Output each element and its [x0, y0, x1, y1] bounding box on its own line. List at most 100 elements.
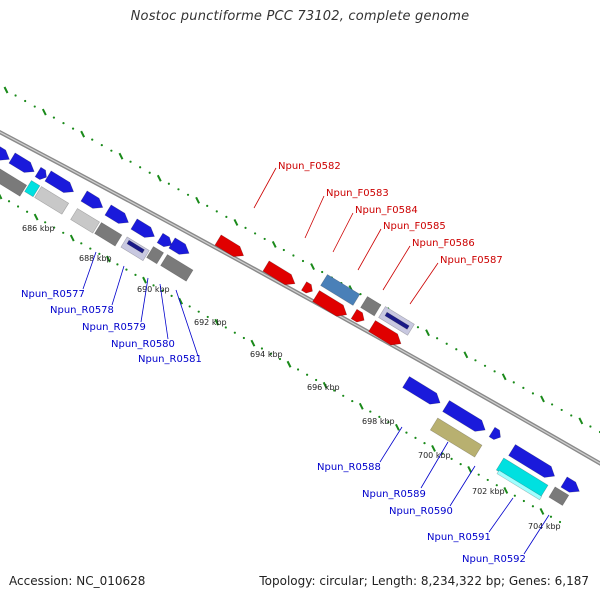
outer-ring-dot [100, 144, 103, 147]
inner-ring-dot [423, 442, 426, 445]
outer-ring-dot [359, 292, 362, 296]
leader-line [159, 283, 169, 340]
inner-ring-dot [161, 289, 164, 292]
outer-ring-dot [445, 342, 448, 345]
outer-ring-dot [225, 215, 228, 218]
leader-line [175, 289, 199, 357]
inner-ring-dot [296, 368, 300, 371]
inner-ring-tick [33, 213, 39, 221]
gene-red [350, 308, 365, 323]
outer-ring-dot [512, 381, 515, 384]
inner-ring-tick [250, 339, 256, 347]
outer-ring-tick [425, 329, 430, 337]
scale-tick-label: 694 kbp [250, 350, 283, 359]
scale-tick-label: 702 kbp [472, 487, 505, 496]
gene-label-reverse: Npun_R0580 [111, 339, 175, 350]
gene-blue [508, 444, 556, 478]
scale-tick-label: 700 kbp [418, 451, 451, 460]
inner-ring-dot [405, 431, 408, 434]
leader-line [140, 277, 149, 323]
gene-blue [488, 426, 501, 440]
outer-ring-dot [52, 116, 56, 119]
leader-line [379, 426, 403, 463]
inner-ring-dot [333, 389, 336, 392]
inner-ring-dot [522, 499, 525, 503]
outer-ring-tick [156, 174, 162, 182]
gene-steel [320, 274, 361, 306]
inner-ring-dot [62, 231, 65, 234]
gene-red [368, 320, 402, 346]
inner-ring-dot [125, 268, 128, 271]
scale-tick-label: 688 kbp [79, 254, 112, 263]
inner-ring-tick [431, 444, 436, 452]
inner-ring-dot [80, 242, 83, 245]
leader-line [304, 195, 325, 239]
outer-ring-dot [62, 121, 65, 125]
inner-ring-tick [69, 234, 75, 242]
inner-ring-dot [513, 494, 516, 497]
inner-ring-dot [7, 200, 11, 203]
inner-ring-dot [558, 520, 562, 524]
gene-red [312, 290, 348, 317]
outer-ring-dot [292, 254, 295, 257]
outer-ring-dot [186, 193, 190, 196]
leader-line [382, 245, 411, 291]
leader-line [420, 441, 449, 489]
gene-label-reverse: Npun_R0591 [427, 532, 491, 543]
gene-blue [156, 232, 173, 248]
scale-tick-label: 686 kbp [22, 224, 55, 233]
outer-ring-dot [110, 149, 113, 152]
gene-gray [94, 222, 123, 247]
gene-label-forward: Npun_F0584 [355, 205, 418, 216]
leader-line [523, 514, 550, 555]
outer-ring-dot [71, 127, 75, 130]
outer-ring-dot [33, 105, 36, 108]
scale-tick-label: 692 kbp [194, 318, 227, 327]
backbone-outer [0, 129, 600, 466]
gene-blue [80, 190, 104, 209]
gene-gray [0, 168, 28, 197]
outer-ring-tick [271, 241, 277, 248]
gene-lightgray [34, 186, 70, 215]
gene-label-forward: Npun_F0585 [383, 221, 446, 232]
gene-label-reverse: Npun_R0579 [82, 322, 146, 333]
outer-ring-tick [310, 263, 315, 270]
leader-line [449, 465, 476, 507]
outer-ring-dot [522, 386, 525, 389]
inner-ring-dot [531, 505, 535, 508]
gene-red [214, 234, 245, 257]
inner-ring-dot [197, 310, 200, 313]
outer-ring-dot [24, 99, 27, 103]
inner-ring-tick [214, 318, 220, 326]
inner-ring-dot [459, 463, 462, 466]
inner-ring-dot [477, 473, 480, 476]
gene-label-reverse: Npun_R0581 [138, 354, 202, 365]
gene-label-reverse: Npun_R0577 [21, 289, 85, 300]
outer-ring-dot [321, 270, 324, 274]
outer-ring-dot [550, 403, 554, 406]
inner-ring-dot [549, 515, 553, 518]
inner-ring-dot [188, 305, 191, 308]
inner-ring-tick [142, 276, 147, 284]
outer-ring-dot [301, 259, 305, 263]
gene-label-reverse: Npun_R0589 [362, 489, 426, 500]
inner-ring-dot [89, 247, 92, 250]
gene-label-forward: Npun_F0586 [412, 238, 475, 249]
inner-ring-dot [387, 420, 390, 424]
inner-ring-dot [369, 410, 372, 413]
outer-ring-dot [483, 364, 487, 367]
leader-line [111, 265, 125, 306]
inner-ring-tick [503, 487, 509, 494]
outer-ring-dot [263, 237, 266, 241]
leader-line [82, 251, 97, 290]
inner-ring-dot [441, 452, 444, 455]
inner-ring-tick [286, 360, 292, 368]
outer-ring-dot [531, 392, 535, 395]
inner-ring-dot [378, 415, 381, 418]
gene-cyan-highlight [496, 469, 543, 501]
inner-ring-dot [414, 436, 417, 439]
inner-ring-dot [170, 294, 173, 298]
inner-ring-dot [269, 352, 273, 355]
outer-ring-dot [215, 210, 218, 213]
